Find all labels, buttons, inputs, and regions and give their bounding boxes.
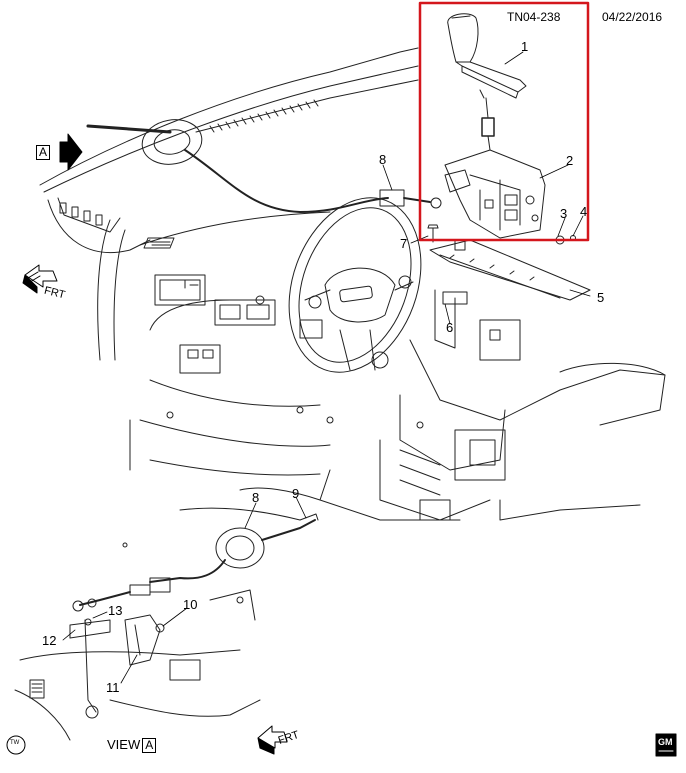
drawing-date: 04/22/2016 — [602, 10, 663, 24]
view-marker-letter: A — [36, 145, 51, 160]
view-a-detail — [14, 507, 319, 741]
view-caption-letter: A — [142, 738, 157, 753]
callout-8-upper: 8 — [379, 152, 387, 167]
leader-lines — [62, 51, 591, 684]
callout-3: 3 — [560, 206, 568, 221]
view-marker-label: A — [36, 145, 51, 160]
console-outline — [239, 239, 666, 521]
view-a-arrow-icon — [59, 133, 83, 171]
front-arrow-icon-upper — [22, 264, 58, 294]
callout-13: 13 — [108, 603, 123, 618]
shift-cable-upper — [86, 119, 442, 213]
gm-logo-text: GM — [658, 737, 673, 747]
callout-6: 6 — [446, 320, 454, 335]
shifter-assembly — [444, 13, 546, 239]
view-caption-word: VIEW — [107, 737, 141, 752]
callout-12: 12 — [42, 633, 57, 648]
tw-symbol-label: TW — [10, 740, 20, 746]
callout-9: 9 — [292, 486, 300, 501]
front-arrow-icon-lower — [257, 725, 288, 755]
callout-1: 1 — [521, 39, 529, 54]
callout-10: 10 — [183, 597, 198, 612]
tw-symbol-icon — [6, 735, 26, 755]
highlight-frame — [418, 1, 590, 242]
gm-logo — [655, 733, 677, 757]
drawing-code: TN04-238 — [507, 10, 561, 24]
callout-11: 11 — [106, 680, 120, 695]
callout-8-lower: 8 — [252, 490, 260, 505]
callout-5: 5 — [597, 290, 605, 305]
dashboard-outline — [39, 47, 424, 476]
callout-7: 7 — [400, 236, 408, 251]
callout-4: 4 — [580, 204, 588, 219]
steering-wheel — [288, 197, 422, 373]
callout-2: 2 — [566, 153, 574, 168]
